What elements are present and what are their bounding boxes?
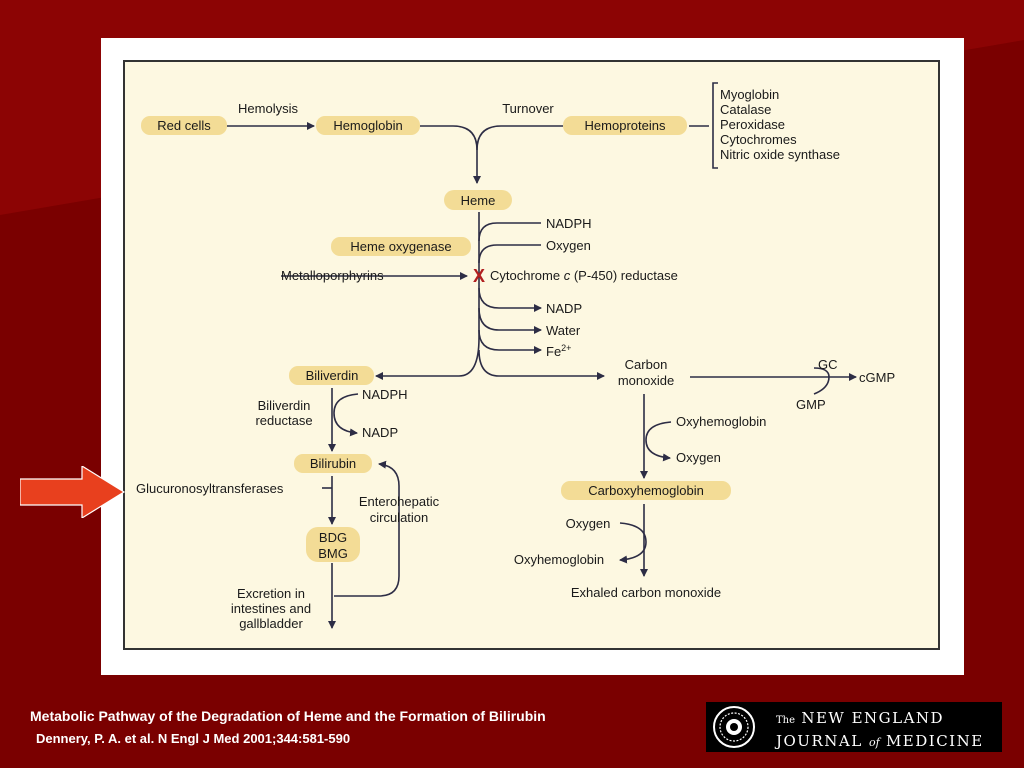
label-reductase: Cytochrome c (P-450) reductase: [490, 268, 678, 283]
figure-citation: Dennery, P. A. et al. N Engl J Med 2001;…: [36, 731, 351, 746]
hemoprotein-5: Nitric oxide synthase: [720, 147, 840, 162]
label-oxygen-3: Oxygen: [566, 516, 611, 531]
label-gmp: GMP: [796, 397, 826, 412]
label-carboxyhemoglobin: Carboxyhemoglobin: [588, 483, 704, 498]
logo-of: of: [868, 736, 880, 749]
label-carbon: Carbon: [625, 357, 668, 372]
logo-the: The: [776, 715, 796, 726]
hemoprotein-3: Peroxidase: [720, 117, 785, 132]
label-turnover: Turnover: [502, 101, 554, 116]
pathway-labels: Red cells Hemolysis Hemoglobin Turnover …: [136, 87, 895, 631]
label-oxyhemoglobin-2: Oxyhemoglobin: [514, 552, 604, 567]
pathway-diagram: X Red cells Hemolysis Hemoglobin Turnove…: [123, 60, 940, 650]
logo-line1: NEW ENGLAND: [801, 709, 945, 727]
label-biliverdin: Biliverdin: [306, 368, 359, 383]
label-exhaled-co: Exhaled carbon monoxide: [571, 585, 721, 600]
pointer-arrow-icon: [20, 466, 126, 518]
label-cgmp: cGMP: [859, 370, 895, 385]
label-enterohepatic-2: circulation: [370, 510, 429, 525]
label-biliverdin-reductase-2: reductase: [255, 413, 312, 428]
hemoprotein-4: Cytochromes: [720, 132, 797, 147]
nejm-seal-icon: [713, 706, 755, 748]
label-glucuronosyltransferases: Glucuronosyltransferases: [136, 481, 284, 496]
label-bdg: BDG: [319, 530, 347, 545]
figure-caption-title: Metabolic Pathway of the Degradation of …: [30, 708, 546, 724]
label-hemoproteins: Hemoproteins: [585, 118, 666, 133]
hemoprotein-2: Catalase: [720, 102, 771, 117]
logo-journal: JOURNAL: [776, 732, 863, 750]
label-excretion-2: intestines and: [231, 601, 311, 616]
pathway-lines: [227, 82, 857, 629]
label-hemolysis: Hemolysis: [238, 101, 298, 116]
inhibition-mark: X: [473, 266, 485, 286]
label-nadp-2: NADP: [362, 425, 398, 440]
label-heme-oxygenase: Heme oxygenase: [350, 239, 451, 254]
label-heme: Heme: [461, 193, 496, 208]
highlight-ovals: [141, 116, 731, 562]
label-fe: Fe2+: [546, 343, 571, 359]
label-bmg: BMG: [318, 546, 348, 561]
label-nadph: NADPH: [546, 216, 592, 231]
label-excretion-1: Excretion in: [237, 586, 305, 601]
label-bilirubin: Bilirubin: [310, 456, 356, 471]
label-nadph-2: NADPH: [362, 387, 408, 402]
diagram-panel: X Red cells Hemolysis Hemoglobin Turnove…: [101, 38, 964, 675]
label-oxygen: Oxygen: [546, 238, 591, 253]
label-biliverdin-reductase-1: Biliverdin: [258, 398, 311, 413]
label-oxygen-2: Oxygen: [676, 450, 721, 465]
nejm-logo: The NEW ENGLAND JOURNAL of MEDICINE: [706, 702, 1002, 752]
label-metalloporphyrins: Metalloporphyrins: [281, 268, 384, 283]
label-hemoglobin: Hemoglobin: [333, 118, 402, 133]
label-gc: GC: [818, 357, 838, 372]
logo-medicine: MEDICINE: [885, 732, 984, 750]
label-nadp: NADP: [546, 301, 582, 316]
hemoprotein-1: Myoglobin: [720, 87, 779, 102]
nejm-wordmark: The NEW ENGLAND JOURNAL of MEDICINE: [776, 708, 984, 753]
label-water: Water: [546, 323, 581, 338]
label-red-cells: Red cells: [157, 118, 211, 133]
diagram-frame: [123, 60, 940, 650]
label-enterohepatic-1: Enterohepatic: [359, 494, 440, 509]
label-monoxide: monoxide: [618, 373, 674, 388]
label-excretion-3: gallbladder: [239, 616, 303, 631]
label-oxyhemoglobin: Oxyhemoglobin: [676, 414, 766, 429]
